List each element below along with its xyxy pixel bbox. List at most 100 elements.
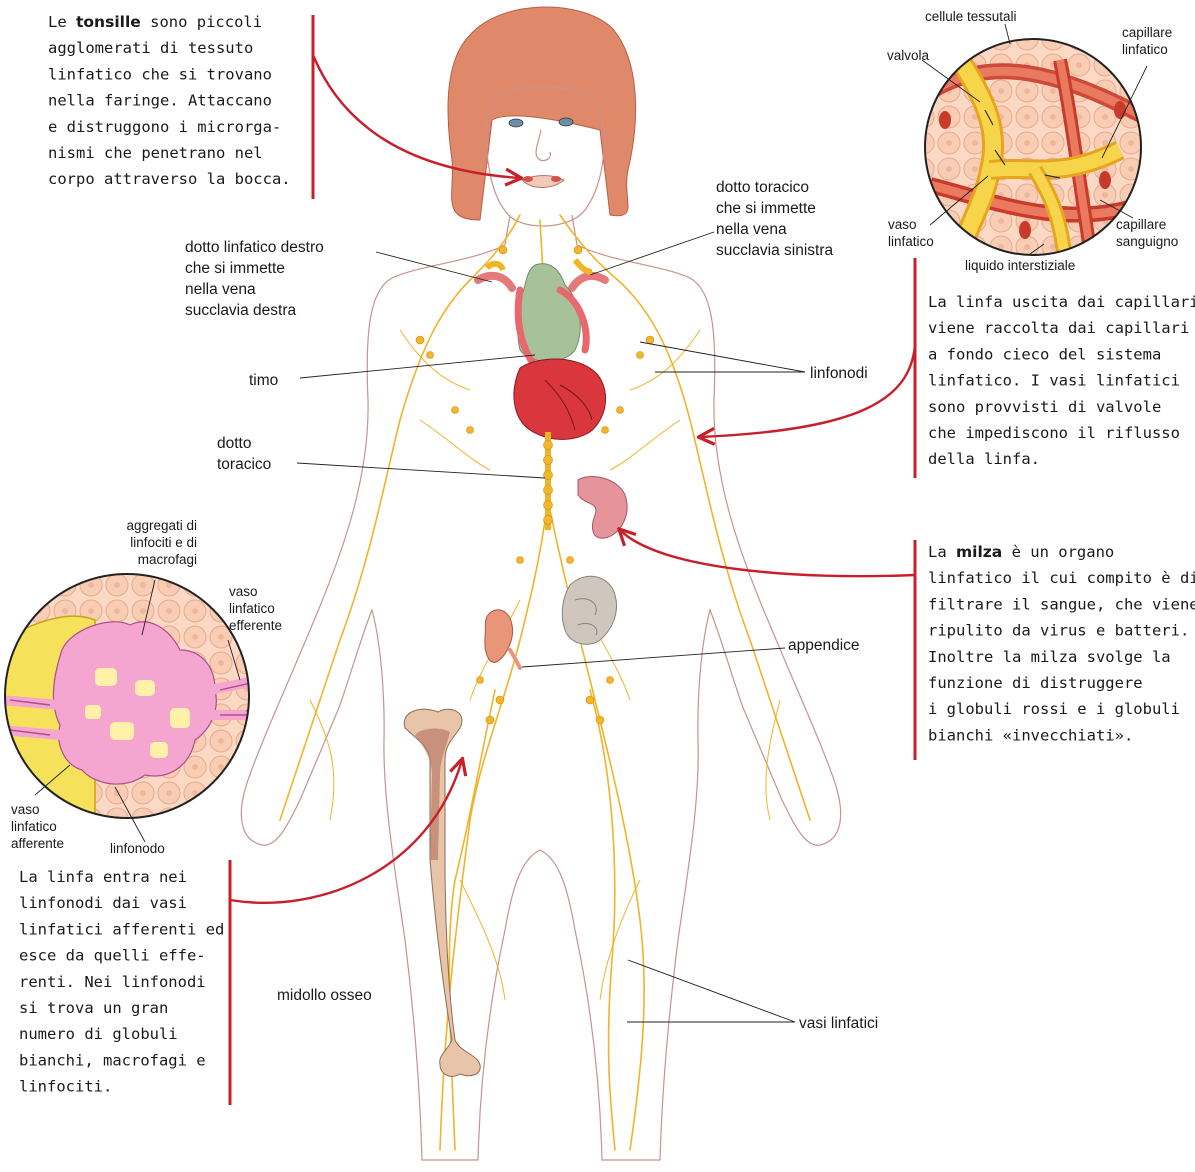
label-line: nella vena [185, 281, 256, 298]
spleen [578, 476, 627, 538]
hair [448, 7, 636, 220]
paragraph-line: bianchi «invecchiati». [928, 726, 1133, 744]
label-line: macrofagi [138, 552, 197, 567]
label-line: succlavia sinistra [716, 242, 834, 259]
label-line: linfatico [888, 234, 934, 249]
paragraph-line: ripulito da virus e batteri. [928, 622, 1189, 640]
label-line: linfonodi [810, 365, 868, 382]
label-line: valvola [887, 48, 930, 63]
paragraph-line: viene raccolta dai capillari [928, 319, 1189, 337]
label-cellule-tessutali: cellule tessutali [925, 9, 1017, 24]
paragraph-line: della linfa. [928, 450, 1040, 468]
paragraph-linfonodi: La linfa entra nei linfonodi dai vasi linf… [19, 868, 224, 1096]
appendix [485, 610, 513, 663]
paragraph-line: i globuli rossi e i globuli [928, 700, 1180, 718]
paragraph-line: che impediscono il riflusso [928, 424, 1180, 442]
label-line: capillare [1122, 25, 1172, 40]
paragraph-line: esce da quelli effe- [19, 947, 206, 965]
subclavian-right [478, 276, 512, 288]
label-vaso-efferente: vaso linfatico efferente [229, 584, 282, 633]
paragraph-line: La linfa uscita dai capillari [928, 293, 1195, 311]
paragraph-line: renti. Nei linfonodi [19, 973, 206, 991]
label-line: sanguigno [1116, 234, 1178, 249]
label-vaso-linfatico: vaso linfatico [888, 217, 934, 249]
label-line: appendice [788, 637, 860, 654]
paragraph-line: Le tonsille sono piccoli [48, 13, 262, 31]
intestines [562, 576, 616, 644]
label-line: linfatico [229, 601, 275, 616]
femur [404, 709, 480, 1076]
label-line: dotto linfatico destro [185, 239, 324, 256]
label-line: nella vena [716, 221, 787, 238]
paragraph-line: bianchi, macrofagi e [19, 1051, 206, 1069]
paragraph-line: corpo attraverso la bocca. [48, 170, 291, 188]
tonsil-left [523, 176, 533, 182]
label-line: linfonodo [110, 841, 165, 856]
label-aggregati: aggregati di linfociti e di macrofagi [126, 518, 197, 567]
paragraph-line: linfatici afferenti ed [19, 920, 224, 938]
paragraph-line: linfatico. I vasi linfatici [928, 372, 1180, 390]
bold-term: tonsille [76, 13, 141, 31]
label-line: linfatico [1122, 42, 1168, 57]
tonsil-right [551, 176, 561, 182]
label-line: capillare [1116, 217, 1166, 232]
label-line: vasi linfatici [799, 1015, 878, 1032]
right-eye [559, 118, 573, 126]
label-line: afferente [11, 836, 64, 851]
label-line: liquido interstiziale [965, 258, 1075, 273]
label-line: toracico [217, 456, 271, 473]
label-midollo-osseo: midollo osseo [277, 987, 372, 1004]
paragraph-line: linfatico il cui compito è di [928, 569, 1195, 587]
duct-right-yellow [487, 264, 503, 270]
label-appendice: appendice [788, 637, 860, 654]
paragraph-line: numero di globuli [19, 1025, 178, 1043]
label-line: vaso [888, 217, 917, 232]
label-line: linfociti e di [130, 535, 197, 550]
label-line: dotto toracico [716, 179, 809, 196]
paragraph-line: e distruggono i microrga- [48, 118, 281, 136]
label-capillare-linfatico: capillare linfatico [1122, 25, 1172, 57]
paragraph-line: nella faringe. Attaccano [48, 92, 272, 110]
label-liquido-interstiziale: liquido interstiziale [965, 258, 1075, 273]
label-dotto-toracico-sx: dotto toracico che si immette nella vena su… [716, 179, 834, 259]
nose [536, 130, 550, 161]
duct-left-yellow [575, 260, 592, 272]
label-line: timo [249, 372, 278, 389]
paragraph-line: La linfa entra nei [19, 868, 187, 886]
label-line: aggregati di [126, 518, 197, 533]
paragraph-line: linfonodi dai vasi [19, 894, 187, 912]
paragraph-line: nismi che penetrano nel [48, 144, 263, 162]
label-line: vaso [229, 584, 258, 599]
label-line: che si immette [716, 200, 816, 217]
paragraph-milza: La milza è un organo linfatico il cui com… [928, 543, 1195, 744]
label-linfonodi: linfonodi [810, 365, 868, 382]
paragraph-line: La milza è un organo [928, 543, 1114, 561]
label-line: succlavia destra [185, 302, 297, 319]
left-eye [509, 119, 523, 127]
paragraph-linfa-capillari: La linfa uscita dai capillari viene racco… [928, 293, 1195, 468]
label-linfonodo: linfonodo [110, 841, 165, 856]
paragraph-line: si trova un gran [19, 999, 168, 1017]
label-valvola: valvola [887, 48, 930, 63]
label-capillare-sanguigno: capillare sanguigno [1116, 217, 1178, 249]
paragraph-line: funzione di distruggere [928, 674, 1143, 692]
label-line: cellule tessutali [925, 9, 1017, 24]
label-timo: timo [249, 372, 278, 389]
paragraph-line: agglomerati di tessuto [48, 39, 253, 57]
paragraph-line: a fondo cieco del sistema [928, 345, 1161, 363]
label-vaso-afferente: vaso linfatico afferente [11, 802, 64, 851]
label-line: efferente [229, 618, 282, 633]
paragraph-line: filtrare il sangue, che viene [928, 595, 1195, 613]
paragraph-line: linfociti. [19, 1078, 112, 1096]
label-line: linfatico [11, 819, 57, 834]
paragraph-line: linfatico che si trovano [48, 65, 272, 83]
bold-term: milza [956, 543, 1002, 561]
subclavian-left [572, 276, 605, 288]
label-line: vaso [11, 802, 40, 817]
heart [514, 359, 606, 439]
paragraph-line: sono provvisti di valvole [928, 398, 1161, 416]
paragraph-tonsille: Le tonsille sono piccoli agglomerati di t… [48, 13, 291, 188]
